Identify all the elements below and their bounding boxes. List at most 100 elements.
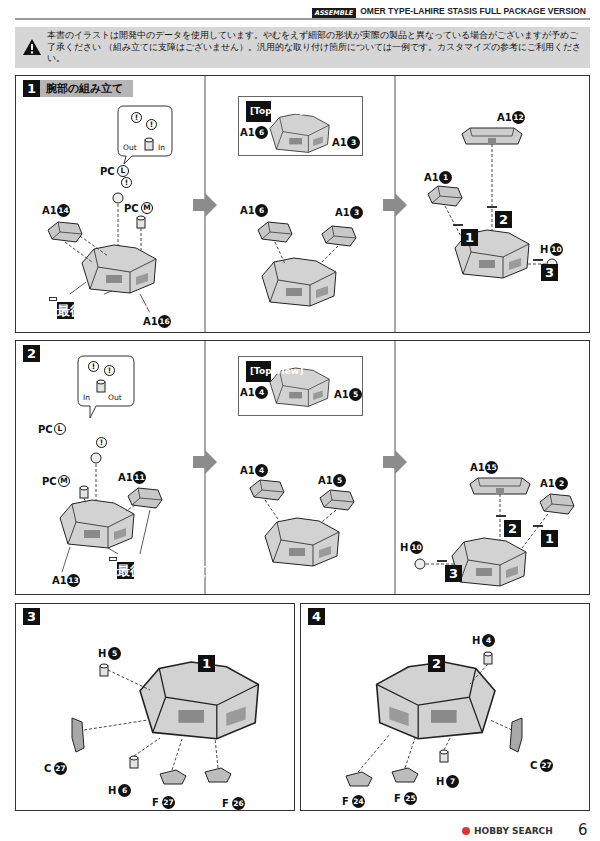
step-panel: 42 [300,603,590,811]
node-text: [Top View] [246,101,271,122]
callout-number: 5 [108,647,121,660]
part-name: F [222,798,229,810]
part-name: A1 [424,172,439,184]
node-text: 3 [445,565,462,582]
callout-number: 4 [255,386,268,399]
step-panel: 31 [15,603,295,811]
part-name: A1 [334,389,349,401]
part-name: A1 [470,462,485,474]
part-name: A1 [118,472,133,484]
caution-mark: ! [121,177,132,188]
callout-number: 3 [350,206,363,219]
node-text: ASSEMBLE [315,9,354,17]
callout-number: 7 [446,775,459,788]
node-text: 1 [461,229,478,246]
note-box: 最後に組み立てる [109,557,117,561]
part-name: A1 [240,465,255,477]
direction-label: Out [108,393,122,402]
warning-icon [23,39,41,55]
node-text: 本書のイラストは開発中のデータを使用しています。やむをえず細部の形状が実際の製品… [47,30,584,65]
page-number: 6 [578,822,588,839]
step-number: 3 [23,608,40,625]
caution-mark: ! [88,361,99,372]
caution-mark: ! [131,112,142,123]
notice-box: 本書のイラストは開発中のデータを使用しています。やむをえず細部の形状が実際の製品… [15,27,590,68]
note-box: 最後に組み立てる [49,297,57,301]
callout-number: 3 [347,136,360,149]
callout-number: 12 [512,111,525,124]
part-name: A1 [318,475,333,487]
callout-number: 15 [485,461,498,474]
callout-number: 27 [54,762,67,775]
callout-number: 6 [118,784,131,797]
watermark: HOBBY SEARCH [474,826,553,837]
direction-label: In [158,143,165,152]
step-title: 腕部の組み立て [40,80,133,97]
node-text: 1 [198,655,215,672]
callout-number: 13 [67,574,80,587]
step-number: 4 [308,608,325,625]
step-number: 2 [23,345,40,362]
node-text: 1 [541,530,558,547]
part-name: A1 [240,205,255,217]
part-name: F [342,796,349,808]
direction-label: Out [123,143,137,152]
node-text: 2 [428,655,445,672]
callout-number: 11 [133,471,146,484]
callout-number: 24 [352,795,365,808]
callout-number: 10 [550,243,563,256]
callout-number: 4 [482,634,495,647]
callout-number: 5 [333,474,346,487]
top-view-box: [Top View] [238,356,363,416]
part-name: H [98,648,106,660]
node-text: [Top View] [246,361,271,382]
part-name: F [394,793,401,805]
callout-number: 16 [158,315,171,328]
part-name: PC [100,166,115,178]
part-name: H [400,542,408,554]
part-name: H [436,776,444,788]
node-text: 2 [495,211,512,228]
part-name: A1 [540,478,555,490]
callout-number: 26 [232,797,245,810]
part-name: C [44,763,51,775]
part-name: PC [38,424,53,436]
step-number: 1 [23,80,40,97]
node-text: 最後に組み立てる [117,562,134,579]
section-tag: ASSEMBLE [312,8,357,18]
part-name: A1 [240,387,255,399]
part-name: A1 [332,137,347,149]
part-name: A1 [143,316,158,328]
part-name: H [540,244,548,256]
part-name: C [530,760,537,772]
callout-number: 27 [162,796,175,809]
part-letter: M [141,202,153,214]
callout-number: 14 [57,204,70,217]
direction-label: In [83,393,90,402]
part-name: A1 [335,207,350,219]
callout-number: 4 [255,464,268,477]
part-name: PC [42,476,57,488]
order-box: 3 [533,259,543,261]
callout-number: 6 [255,204,268,217]
part-name: H [472,635,480,647]
order-box: 1 [533,525,543,527]
step-panel: 2[Top View]最後に組み立てる213 [15,340,590,595]
header-title: OMER TYPE-LAHIRE STASIS FULL PACKAGE VER… [360,6,586,17]
callout-number: 6 [255,126,268,139]
order-box: 2 [487,206,497,208]
node-text: 3 [541,264,558,281]
part-name: H [108,785,116,797]
part-letter: L [117,165,129,177]
callout-number: 25 [404,792,417,805]
part-name: PC [124,203,139,215]
callout-number: 10 [410,541,423,554]
node-text: 2 [504,520,521,537]
callout-number: 5 [349,388,362,401]
part-name: A1 [240,127,255,139]
part-name: A1 [52,575,67,587]
callout-number: 27 [540,759,553,772]
part-name: A1 [497,112,512,124]
order-box: 2 [496,515,506,517]
part-name: F [152,797,159,809]
